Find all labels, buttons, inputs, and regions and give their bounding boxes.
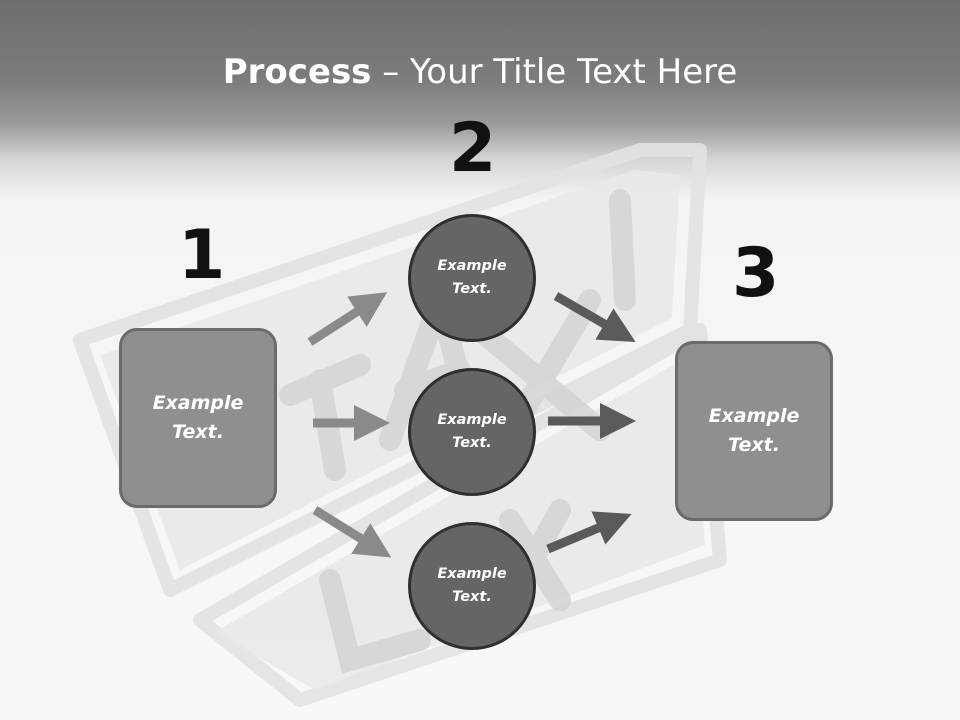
arrow-box1-to-circle-top [307,292,388,346]
circle-top-text: Example Text. [437,258,507,297]
circle-top: Example Text. [408,214,536,342]
arrow-circle-bottom-to-box3 [546,511,632,554]
step-1-text: Example Text. [152,392,244,443]
step-3-box: Example Text. [675,341,833,521]
step-number-1: 1 [178,216,226,295]
circle-middle: Example Text. [408,368,536,496]
title-band [0,0,960,200]
step-number-2: 2 [449,109,497,188]
title-bold: Process [222,52,372,92]
slide-title: Process – Your Title Text Here [0,52,960,92]
circle-bottom-text: Example Text. [437,566,507,605]
arrow-box1-to-circle-bottom [312,506,392,558]
step-1-box: Example Text. [119,328,277,508]
step-number-3: 3 [732,234,780,313]
circle-bottom: Example Text. [408,522,536,650]
step-3-text: Example Text. [708,405,800,456]
circle-middle-text: Example Text. [437,412,507,451]
arrow-circle-top-to-box3 [553,292,636,343]
title-rest: – Your Title Text Here [371,52,738,92]
